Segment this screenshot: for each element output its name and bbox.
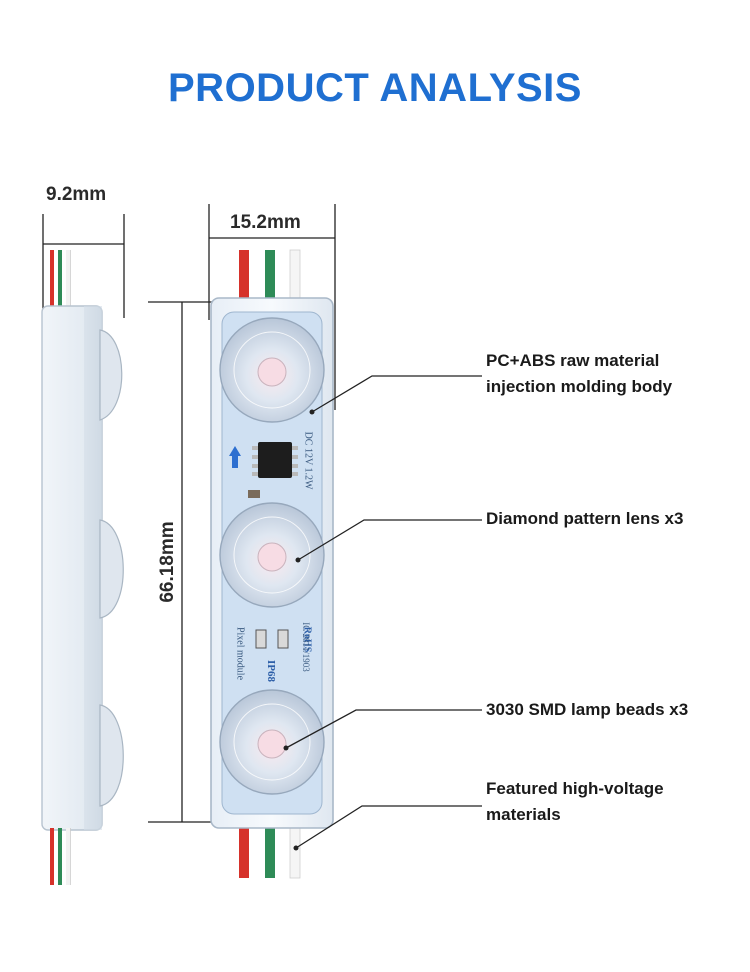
board-rating-marking: IP68 <box>265 660 277 682</box>
callout-lamp-beads: 3030 SMD lamp beads x3 <box>486 697 688 723</box>
side-view <box>41 214 125 885</box>
top-view <box>148 204 336 879</box>
callout-lens: Diamond pattern lens x3 <box>486 506 683 532</box>
board-voltage-marking: DC 12V 1.2W <box>302 431 314 490</box>
callout-housing-line2: injection molding body <box>486 377 673 396</box>
depth-dimension-label: 9.2mm <box>46 184 107 205</box>
lens-3 <box>219 689 325 795</box>
callout-dots <box>283 409 315 851</box>
callout-housing-line1: PC+ABS raw material <box>486 351 660 370</box>
side-wires-bottom <box>50 828 71 885</box>
length-dimension-label: 66.18mm <box>157 521 178 603</box>
page-title: PRODUCT ANALYSIS <box>168 66 582 110</box>
side-wires-top <box>50 250 71 312</box>
callout-lens-line1: Diamond pattern lens x3 <box>486 509 684 528</box>
width-dimension-label: 15.2mm <box>230 212 301 233</box>
ic-chip <box>252 442 298 478</box>
callout-materials-line1: Featured high-voltage <box>486 779 664 798</box>
callout-materials: Featured high-voltage materials <box>486 776 664 828</box>
board-type-marking: Pixel module <box>234 626 246 681</box>
callout-materials-line2: materials <box>486 805 561 824</box>
board-ic-marking: IC 2811/1903 <box>301 622 311 672</box>
callout-lamp-beads-line1: 3030 SMD lamp beads x3 <box>486 700 689 719</box>
callout-lines <box>285 375 482 849</box>
direction-arrow-icon <box>229 446 241 468</box>
lens-2 <box>219 502 325 608</box>
callout-housing: PC+ABS raw material injection molding bo… <box>486 348 672 400</box>
lens-1 <box>219 317 325 423</box>
